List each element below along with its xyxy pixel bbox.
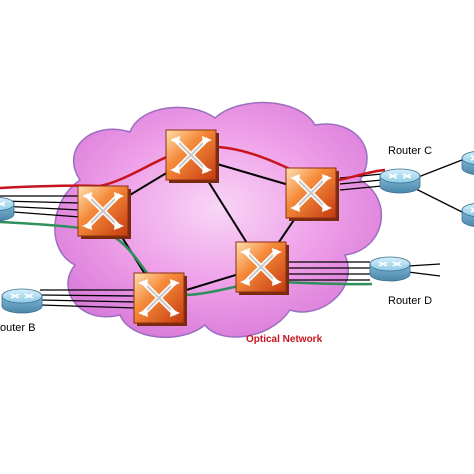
optical-switch-top — [166, 130, 219, 183]
optical-network-label: Optical Network — [246, 334, 323, 345]
router-b-label: outer B — [0, 322, 35, 334]
optical-switch-left — [78, 186, 131, 239]
router-c-label: Router C — [388, 145, 432, 157]
router-edge-lower — [461, 202, 474, 228]
router-edge-upper — [461, 150, 474, 176]
optical-switch-right — [286, 168, 339, 221]
router-icon — [461, 202, 474, 228]
access-fibers — [0, 159, 463, 309]
optical-crossconnect-icon — [286, 168, 339, 221]
router-icon — [369, 256, 411, 282]
router-icon — [1, 288, 43, 314]
router-icon — [379, 168, 421, 194]
optical-switch-bottom-right — [236, 242, 289, 295]
router-d-label: Router D — [388, 295, 432, 307]
optical-crossconnect-icon — [236, 242, 289, 295]
router-icon — [0, 196, 15, 222]
router-d — [369, 256, 411, 282]
optical-crossconnect-icon — [78, 186, 131, 239]
router-a-partial — [0, 196, 15, 222]
optical-switch-bottom-left — [134, 273, 187, 326]
optical-crossconnect-icon — [134, 273, 187, 326]
router-c — [379, 168, 421, 194]
optical-crossconnect-icon — [166, 130, 219, 183]
router-icon — [461, 150, 474, 176]
router-b — [1, 288, 43, 314]
